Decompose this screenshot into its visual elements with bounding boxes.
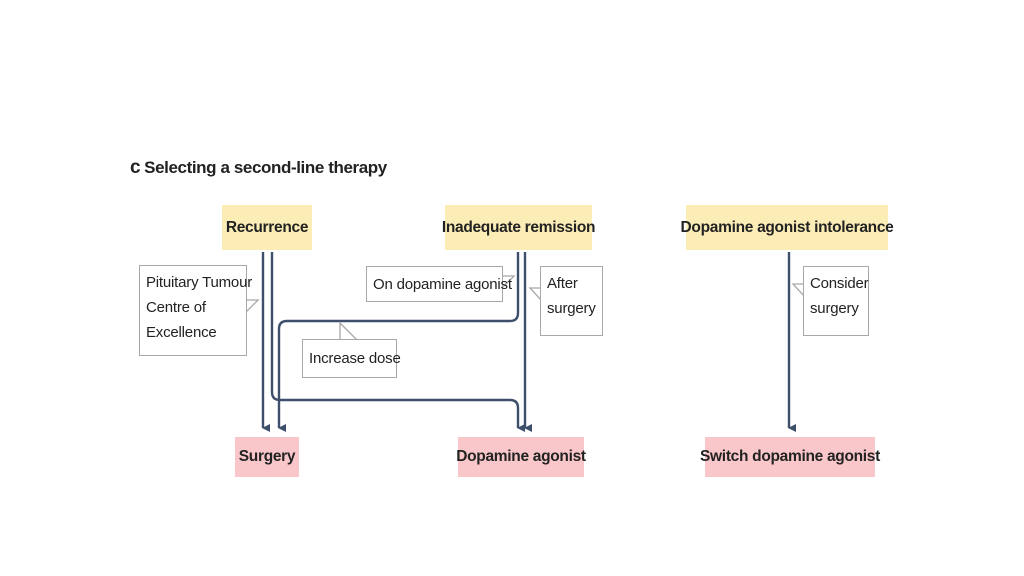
node-surgery: Surgery <box>235 437 299 477</box>
node-switch-dopamine-agonist: Switch dopamine agonist <box>700 437 880 477</box>
node-recurrence: Recurrence <box>222 205 312 250</box>
note-line: surgery <box>547 300 596 317</box>
callout-pointer-increase-dose <box>339 321 359 341</box>
note-pituitary-tumour-centre: Pituitary Tumour Centre of Excellence <box>139 265 253 356</box>
note-line: Excellence <box>146 324 217 341</box>
note-increase-dose: Increase dose <box>302 339 401 378</box>
note-line: On dopamine agonist <box>373 276 512 293</box>
note-line: After <box>547 275 578 292</box>
node-dopamine-agonist: Dopamine agonist <box>456 437 586 477</box>
note-line: Increase dose <box>309 350 401 367</box>
note-on-dopamine-agonist: On dopamine agonist <box>366 266 512 302</box>
node-inadequate-remission: Inadequate remission <box>442 205 595 250</box>
panel-letter: c <box>130 157 141 178</box>
arrow-inadequate-remission-to-surgery <box>277 252 520 432</box>
panel-title-text: Selecting a second-line therapy <box>144 158 387 177</box>
note-line: Pituitary Tumour <box>146 274 253 291</box>
note-line: Consider <box>810 275 869 292</box>
arrow-recurrence-to-dopamine-agonist <box>270 252 525 432</box>
note-line: surgery <box>810 300 859 317</box>
note-line: Centre of <box>146 299 206 316</box>
note-after-surgery: After surgery <box>540 266 603 336</box>
callout-pointer-pituitary <box>245 299 260 314</box>
node-dopamine-agonist-intolerance: Dopamine agonist intolerance <box>681 205 894 250</box>
note-consider-surgery: Consider surgery <box>803 266 869 336</box>
